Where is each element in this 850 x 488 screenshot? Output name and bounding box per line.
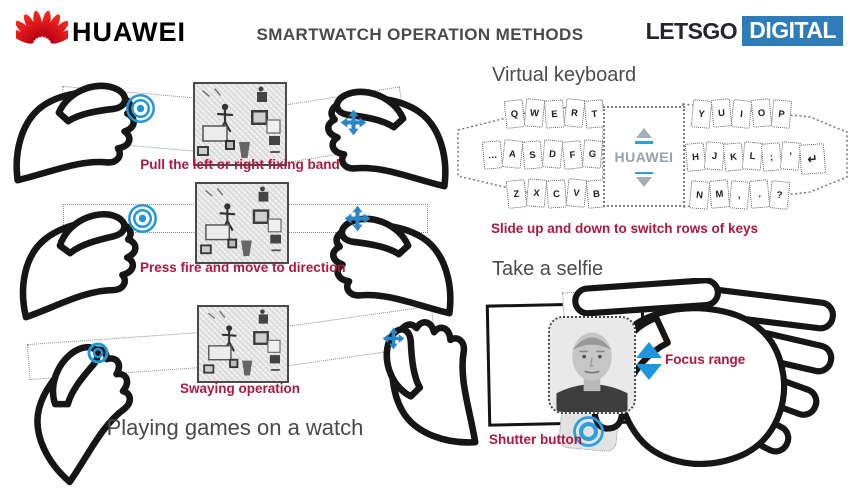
key-u: U (710, 98, 733, 128)
key-e: E (544, 99, 565, 129)
move-icon (382, 327, 405, 350)
key-i: I (730, 99, 753, 129)
selfie-watch-screen (548, 316, 636, 414)
move-icon (340, 109, 367, 136)
right-hand-illustration (357, 290, 489, 448)
move-icon (344, 205, 371, 232)
row3-caption: Swaying operation (179, 381, 301, 396)
row1-caption: Pull the left or right fixing band (140, 157, 340, 172)
key-m: M (708, 179, 731, 209)
game-screenshot (195, 182, 289, 264)
key-comma: , (728, 180, 751, 210)
row2-caption: Press fire and move to direction (140, 260, 346, 275)
key-x: X (525, 178, 548, 208)
key-o: O (750, 98, 773, 128)
key-question: ? (768, 180, 791, 210)
keyboard-watch-screen: HUAWEI (603, 106, 685, 207)
games-section-title: Playing games on a watch (106, 415, 364, 440)
key-apostrophe: ' (779, 141, 802, 171)
key-z: Z (505, 179, 528, 209)
slide-bar-top (635, 141, 653, 144)
key-c: C (546, 179, 567, 209)
letsgo-logo-text: LETSGO (645, 17, 738, 44)
key-ellipsis: … (481, 140, 504, 170)
key-l: L (741, 141, 764, 171)
shutter-button-label: Shutter button (489, 432, 582, 447)
letsgo-digital-logo: LETSGO DIGITAL (646, 16, 843, 46)
tap-icon (126, 94, 155, 123)
key-v: V (565, 178, 588, 208)
key-period: . (748, 179, 771, 209)
watch-brand-label: HUAWEI (614, 149, 674, 165)
page-title: SMARTWATCH OPERATION METHODS (256, 25, 584, 44)
key-y: Y (690, 99, 713, 129)
key-d: D (541, 139, 564, 169)
key-a: A (501, 139, 524, 169)
huawei-wordmark: HUAWEI (72, 17, 186, 47)
key-f: F (561, 140, 584, 170)
key-t: T (583, 99, 606, 129)
slide-bar-bottom (635, 171, 653, 174)
key-enter: ↵ (798, 143, 827, 175)
tap-icon (87, 342, 109, 364)
slide-down-icon (636, 177, 652, 187)
keyboard-heading: Virtual keyboard (492, 64, 637, 86)
key-n: N (688, 180, 711, 210)
key-r: R (563, 98, 586, 128)
key-p: P (770, 99, 793, 129)
slide-up-icon (636, 128, 652, 138)
key-s: S (521, 140, 544, 170)
selfie-heading: Take a selfie (492, 258, 604, 280)
key-g: G (581, 139, 604, 169)
selfie-portrait (550, 318, 634, 412)
digital-logo-text: DIGITAL (742, 16, 843, 46)
keyboard-caption: Slide up and down to switch rows of keys (491, 221, 759, 236)
key-w: W (523, 98, 546, 128)
key-j: J (703, 141, 726, 171)
game-screenshot (197, 305, 289, 383)
tap-icon (128, 204, 157, 233)
huawei-flower-icon (16, 10, 68, 44)
focus-range-icon (636, 342, 662, 380)
key-q: Q (503, 99, 526, 129)
focus-range-label: Focus range (665, 352, 746, 367)
game-screenshot (193, 82, 287, 166)
